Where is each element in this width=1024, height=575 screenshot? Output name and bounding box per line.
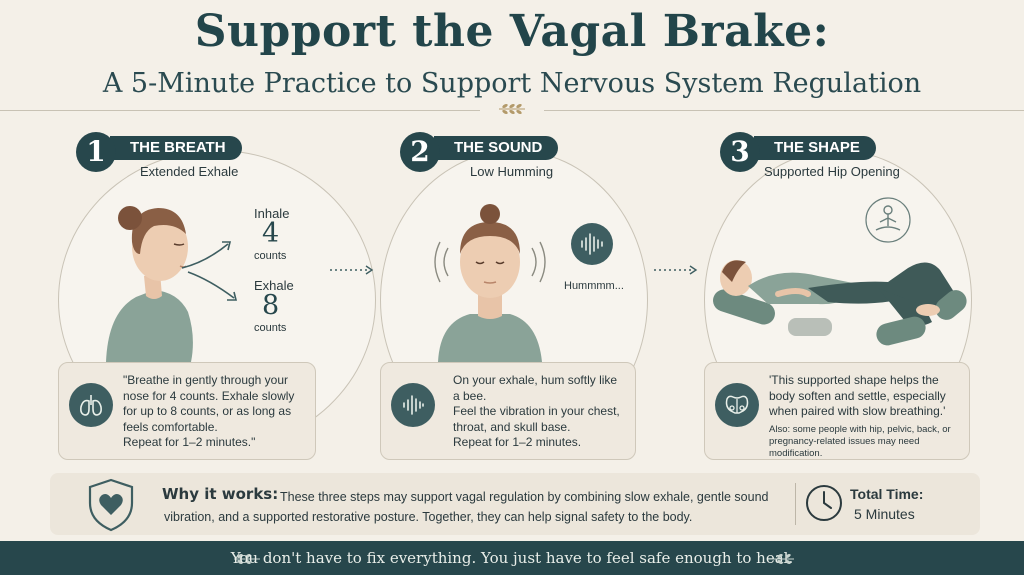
shape-instruction-text: 'This supported shape helps the body sof… xyxy=(769,373,946,418)
sound-wave-icon xyxy=(391,383,435,427)
inhale-unit: counts xyxy=(254,250,287,262)
page-subtitle: A 5-Minute Practice to Support Nervous S… xyxy=(102,68,922,99)
sound-instruction-text: On your exhale, hum softly like a bee. xyxy=(453,373,618,403)
step-name-tag: THE SOUND xyxy=(434,136,559,160)
breathing-woman-illustration xyxy=(106,206,193,362)
sound-instruction-card: On your exhale, hum softly like a bee. F… xyxy=(380,362,636,460)
why-it-works-text: These three steps may support vagal regu… xyxy=(164,490,769,524)
clock-icon xyxy=(806,485,842,521)
sprig-left-icon xyxy=(234,553,260,565)
footer-banner: You don't have to fix everything. You ju… xyxy=(0,541,1024,575)
step-subtitle: Extended Exhale xyxy=(140,164,239,179)
inhale-count: 4 xyxy=(262,218,280,249)
step-number-badge: 2 xyxy=(400,132,440,172)
footer-quote: You don't have to fix everything. You ju… xyxy=(230,549,794,567)
sound-vibration-text: Feel the vibration in your chest, throat… xyxy=(453,404,620,434)
next-arrow-icon xyxy=(654,265,698,275)
reclining-woman-illustration xyxy=(713,260,967,346)
breath-instruction-text: "Breathe in gently through your nose for… xyxy=(123,373,295,434)
shape-modification-note: Also: some people with hip, pelvic, back… xyxy=(769,423,951,459)
page-title: Support the Vagal Brake: xyxy=(194,6,830,57)
pelvis-icon xyxy=(715,383,759,427)
section-divider xyxy=(795,483,796,525)
step-subtitle: Supported Hip Opening xyxy=(764,164,900,179)
hum-label: Hummmm... xyxy=(564,280,624,292)
exhale-count: 8 xyxy=(262,290,280,321)
shape-instruction-card: 'This supported shape helps the body sof… xyxy=(704,362,970,460)
why-it-works-label: Why it works: xyxy=(162,485,279,503)
lungs-icon xyxy=(69,383,113,427)
title-divider-right xyxy=(544,110,1024,111)
exhale-arrow-icon xyxy=(187,271,238,301)
breath-instruction-card: "Breathe in gently through your nose for… xyxy=(58,362,316,460)
breath-repeat-text: Repeat for 1–2 minutes." xyxy=(123,435,256,449)
inhale-label: Inhale xyxy=(254,206,290,221)
next-arrow-icon xyxy=(330,265,374,275)
sprig-right-icon xyxy=(768,553,794,565)
title-divider-left xyxy=(0,110,480,111)
meditation-pose-icon xyxy=(865,197,911,243)
sound-repeat-text: Repeat for 1–2 minutes. xyxy=(453,435,582,449)
step-breath-panel: 1 THE BREATH Extended Exhale Inhale 4 co… xyxy=(58,120,376,460)
exhale-unit: counts xyxy=(254,322,287,334)
sound-wave-icon xyxy=(571,223,613,265)
step-number-badge: 1 xyxy=(76,132,116,172)
total-time-value: 5 Minutes xyxy=(854,506,915,522)
total-time-label: Total Time: xyxy=(850,486,924,502)
exhale-label: Exhale xyxy=(254,278,294,293)
step-name-tag: THE BREATH xyxy=(110,136,242,160)
step-name-tag: THE SHAPE xyxy=(754,136,876,160)
sprig-icon xyxy=(499,103,525,115)
step-subtitle: Low Humming xyxy=(470,164,554,179)
inhale-arrow-icon xyxy=(181,241,232,269)
why-it-works-section: Why it works: These three steps may supp… xyxy=(50,473,980,535)
step-number-badge: 3 xyxy=(720,132,760,172)
shield-heart-icon xyxy=(88,478,134,532)
humming-woman-illustration xyxy=(434,204,546,362)
